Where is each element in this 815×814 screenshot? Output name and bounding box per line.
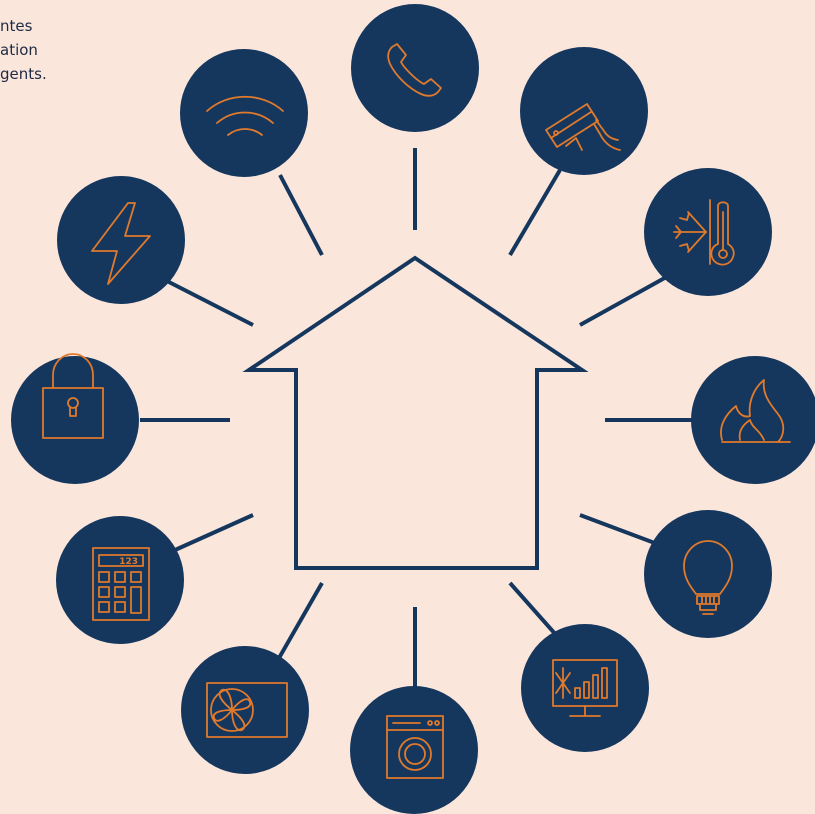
node-fan	[181, 646, 309, 774]
node-lightning	[57, 176, 185, 304]
node-climate	[644, 168, 772, 296]
connector-fan	[273, 582, 324, 666]
intro-text: ntes ation gents.	[0, 14, 110, 86]
connector-climate	[579, 273, 671, 327]
node-flame	[691, 356, 815, 484]
ventilation-fan-icon	[206, 682, 288, 738]
washing-machine-icon	[386, 715, 444, 779]
light-bulb-icon	[683, 540, 733, 615]
padlock-icon	[42, 353, 104, 439]
node-phone	[351, 4, 479, 132]
node-circles	[11, 4, 815, 814]
node-monitor	[521, 624, 649, 752]
lightning-icon	[91, 202, 151, 285]
node-padlock	[11, 356, 139, 484]
house-outline	[242, 255, 589, 570]
connector-camera	[508, 168, 562, 257]
intro-line-2: ation	[0, 41, 38, 59]
connector-lines	[140, 148, 693, 690]
wifi-icon	[206, 95, 284, 136]
connector-wifi	[278, 174, 324, 256]
node-washer	[350, 686, 478, 814]
node-camera	[520, 47, 648, 175]
node-bulb	[644, 510, 772, 638]
phone-icon	[387, 43, 442, 97]
snowflake-thermometer-icon	[673, 199, 735, 266]
intro-line-3: gents.	[0, 65, 47, 83]
node-calculator	[56, 516, 184, 644]
calculator-display: 123	[119, 557, 138, 567]
security-camera-icon	[545, 103, 621, 151]
calculator-icon	[92, 547, 150, 621]
intro-line-1: ntes	[0, 17, 33, 35]
connector-lightning	[164, 278, 254, 327]
connector-bulb	[579, 513, 661, 547]
connector-calculator	[174, 513, 254, 552]
energy-monitor-icon	[552, 659, 618, 717]
flame-icon	[720, 379, 791, 443]
